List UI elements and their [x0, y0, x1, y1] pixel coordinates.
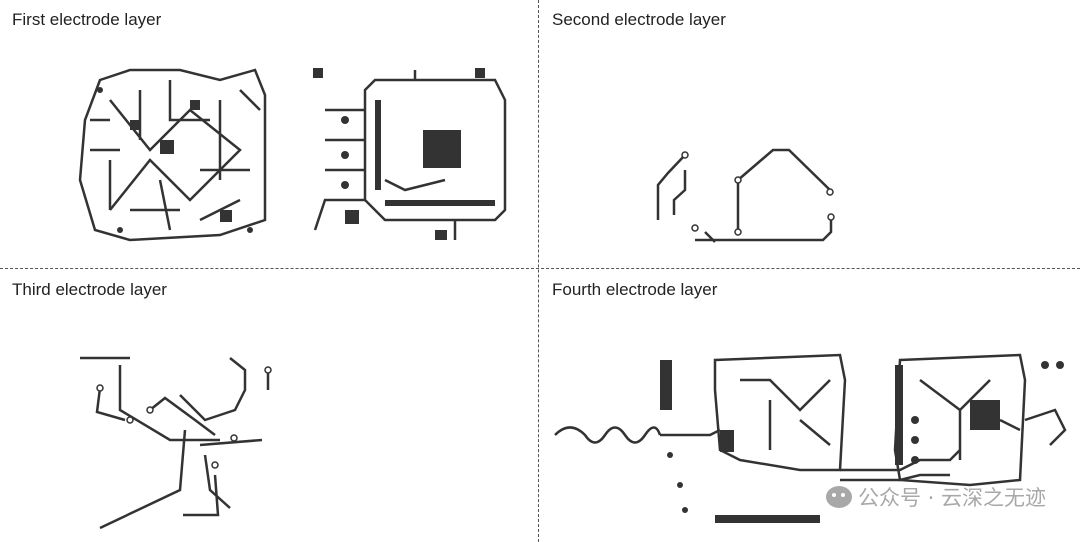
wechat-logo-icon [825, 486, 852, 508]
fourth-layer-circuit [554, 353, 1067, 523]
first-layer-circuit-a [78, 68, 267, 242]
panel-title: Fourth electrode layer [552, 280, 718, 299]
horizontal-divider [0, 268, 1080, 269]
panel-first-electrode-layer: First electrode layer [0, 0, 538, 268]
watermark: 公众号 · 云深之无迹 [825, 482, 1046, 512]
panel-third-electrode-layer: Third electrode layer [0, 270, 538, 542]
second-layer-traces [656, 148, 835, 243]
panel-second-electrode-layer: Second electrode layer [540, 0, 1080, 268]
panel-fourth-electrode-layer: Fourth electrode layer 公众号 · 云深之无迹 [540, 270, 1080, 542]
third-layer-traces [80, 356, 272, 530]
panel-title: Third electrode layer [12, 280, 167, 299]
vertical-divider [538, 0, 539, 542]
watermark-text: 公众号 · 云深之无迹 [857, 486, 1046, 510]
panel-title: Second electrode layer [552, 10, 726, 29]
panel-title: First electrode layer [12, 10, 162, 29]
first-layer-circuit-b [313, 68, 507, 240]
